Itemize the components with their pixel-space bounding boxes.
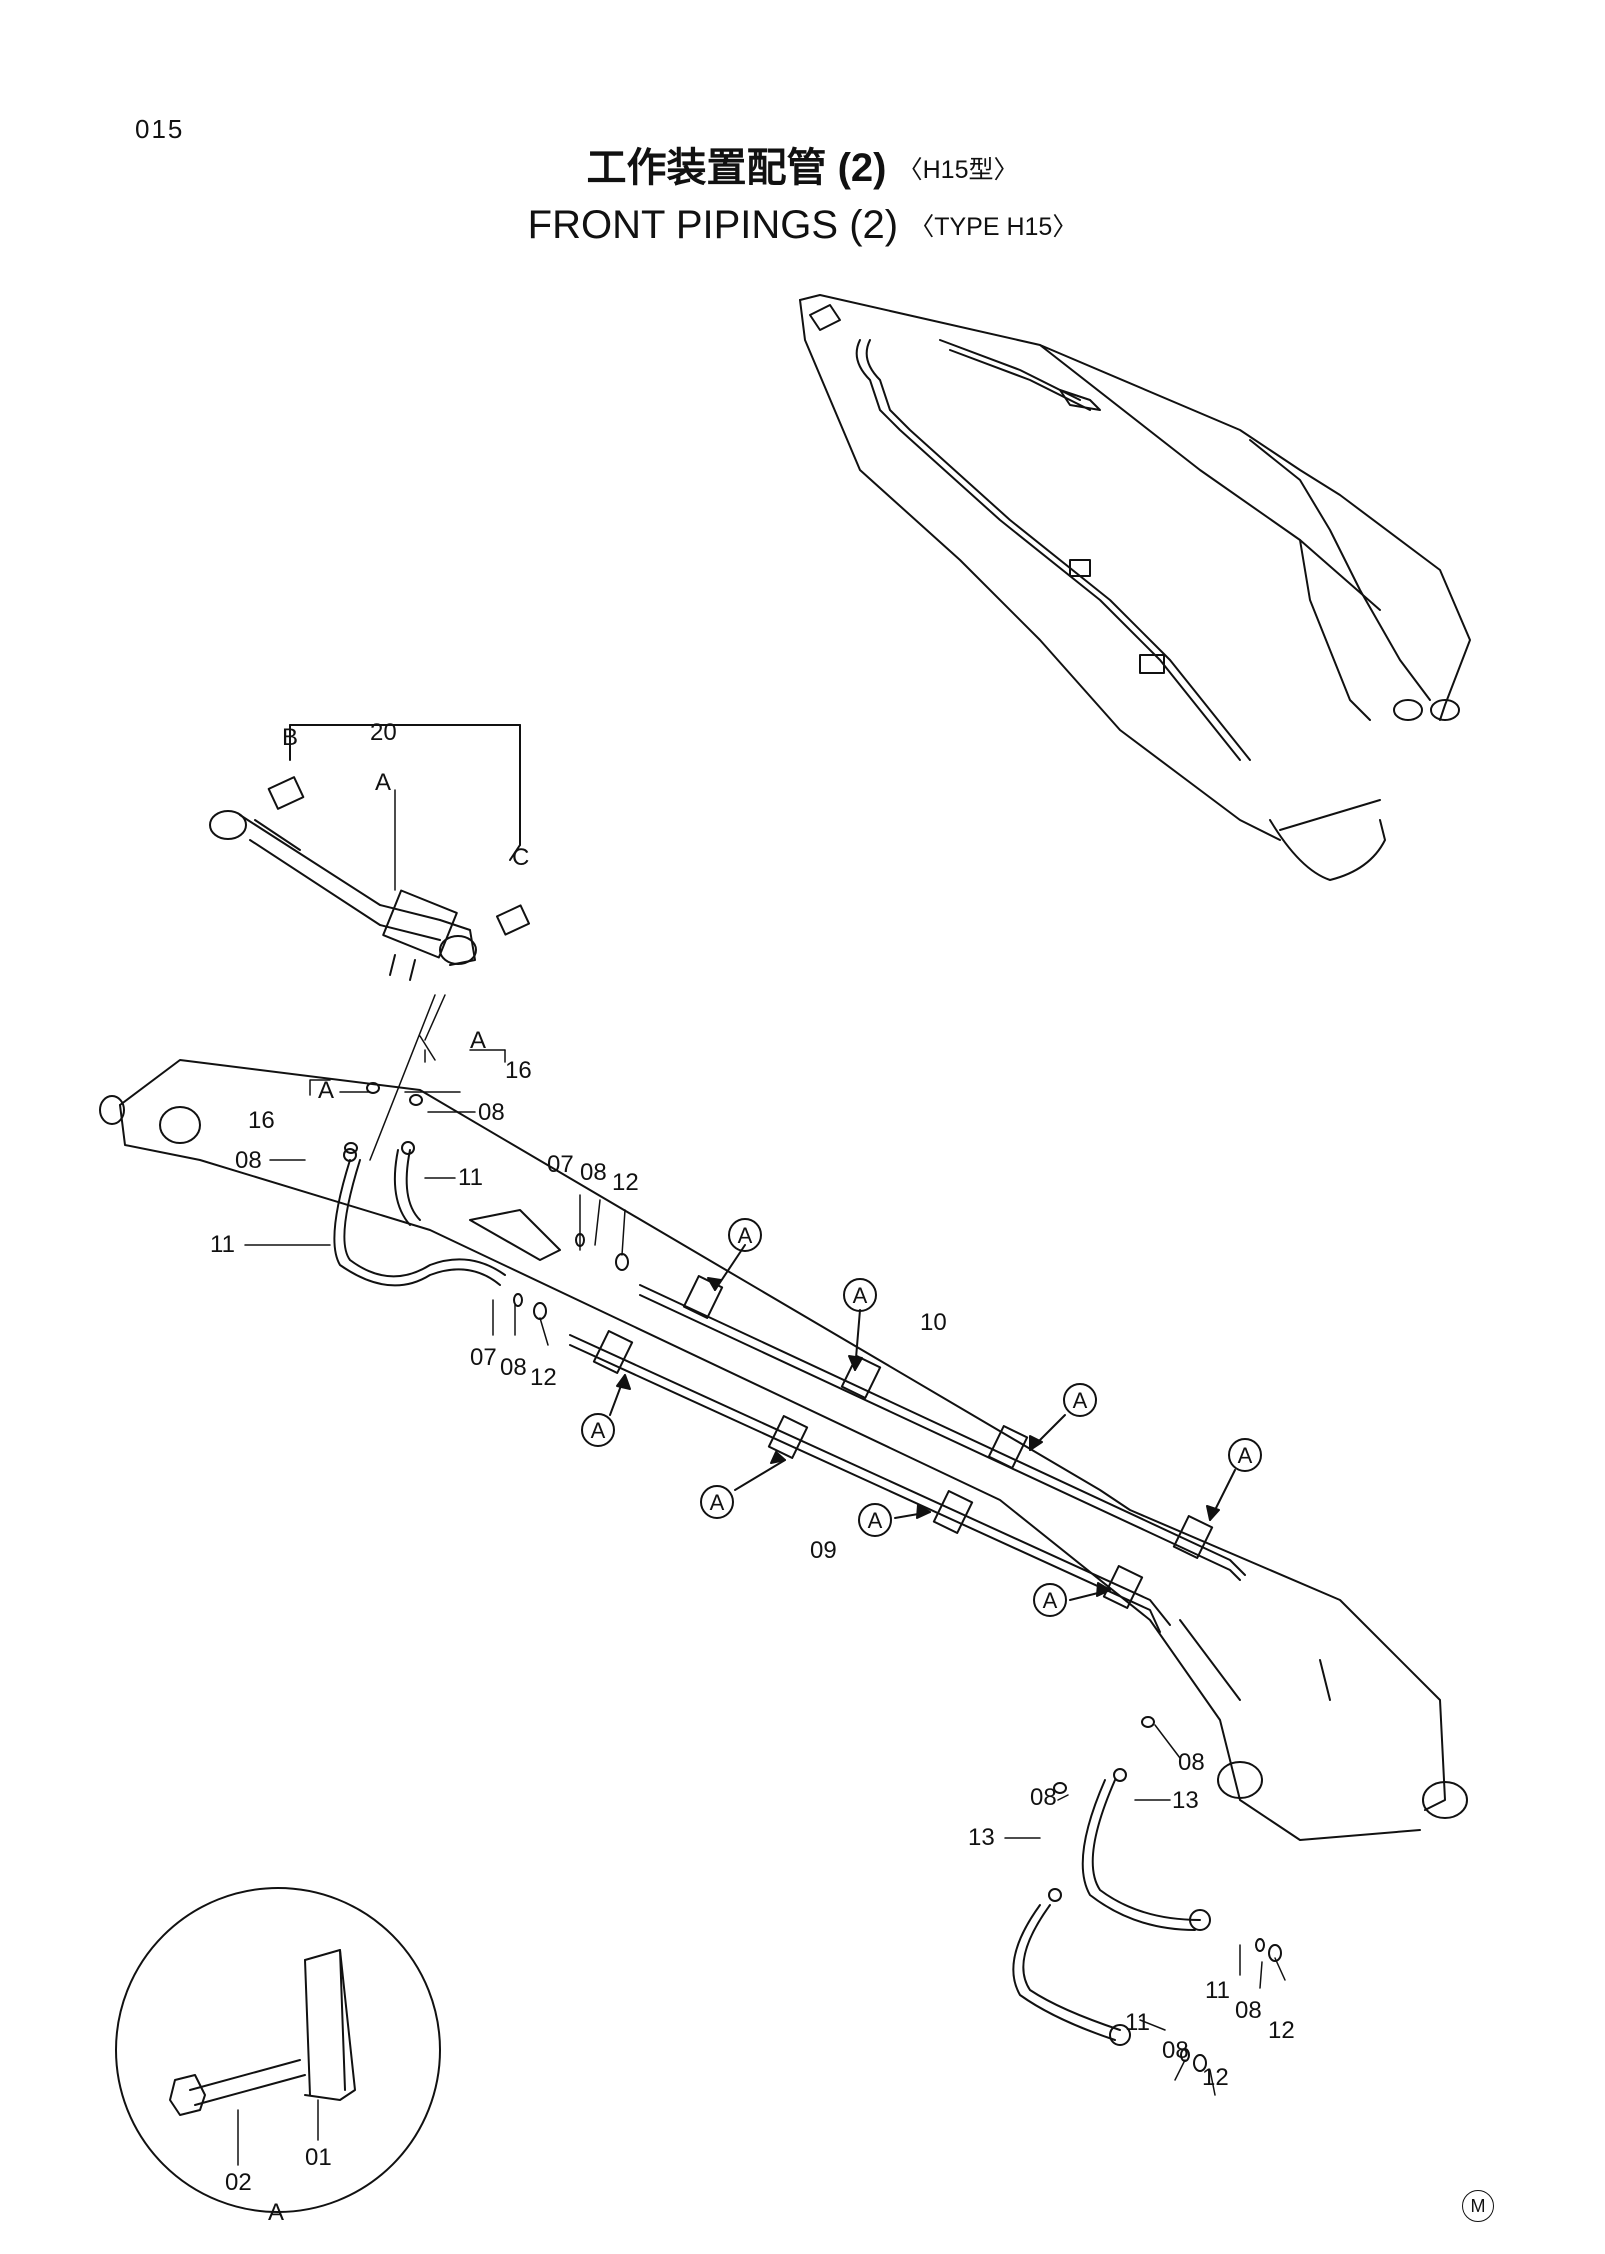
callout-a-7: A [868, 1508, 883, 1533]
callout-a-3: A [1073, 1388, 1088, 1413]
callout-a-4: A [1238, 1443, 1253, 1468]
title-english-text: FRONT PIPINGS (2) [527, 203, 899, 247]
label-part-16-upper: 16 [505, 1057, 532, 1084]
label-part-13-right: 13 [1172, 1787, 1199, 1814]
bucket-cylinder-drawing [209, 724, 531, 981]
callout-circle-letters: A A A A A A A A [591, 1223, 1253, 1613]
label-part-12-upper: 12 [612, 1169, 639, 1196]
arm-body-drawing [99, 1059, 1468, 1841]
label-part-11-lower: 11 [1125, 2009, 1150, 2036]
pipes-drawing [569, 1275, 1246, 1633]
label-part-07-lower: 07 [470, 1344, 497, 1371]
label-assembly-20: 20 [370, 719, 397, 746]
label-part-09: 09 [810, 1537, 837, 1564]
label-detail-a: A [268, 2199, 284, 2226]
title-japanese-text: 工作装置配管 (2) [586, 146, 887, 190]
callout-a-1: A [738, 1223, 753, 1248]
callout-a-6: A [710, 1490, 725, 1515]
title-japanese-type-tag: 〈H15型〉 [897, 155, 1019, 184]
callout-circles [581, 1218, 1262, 1617]
label-part-08-a: 08 [478, 1099, 505, 1126]
callout-a-8: A [1043, 1588, 1058, 1613]
callout-a-2: A [853, 1283, 868, 1308]
label-part-02: 02 [225, 2169, 252, 2196]
label-part-11-upper: 11 [458, 1164, 483, 1191]
title-japanese: 工作装置配管 (2) 〈H15型〉 [0, 148, 1605, 188]
label-part-12-lower: 12 [530, 1364, 557, 1391]
hoses-drawing [333, 1141, 1211, 2046]
label-cylinder-a: A [375, 769, 391, 796]
overview-boom-drawing [799, 294, 1471, 881]
label-part-08-lower: 08 [500, 1354, 527, 1381]
label-view-b: B [282, 724, 298, 751]
label-part-16-left: 16 [248, 1107, 275, 1134]
label-part-07-upper: 07 [547, 1151, 574, 1178]
callout-arrowheads [616, 1277, 1220, 1597]
label-part-08-right-a: 08 [1178, 1749, 1205, 1776]
label-part-08-upper: 08 [580, 1159, 607, 1186]
label-part-08-b: 08 [235, 1147, 262, 1174]
label-part-01: 01 [305, 2144, 332, 2171]
label-callout-a-left: A [318, 1077, 334, 1104]
label-part-11-right: 11 [1205, 1977, 1230, 2004]
label-part-08-right-b: 08 [1030, 1784, 1057, 1811]
detail-a-drawing [115, 1887, 441, 2213]
label-part-12-lower-right: 12 [1202, 2064, 1229, 2091]
title-english: FRONT PIPINGS (2) 〈TYPE H15〉 [0, 205, 1605, 245]
corner-circle-mark: M [1462, 2190, 1494, 2222]
page-number: 015 [135, 114, 185, 144]
label-callout-a-upper: A [470, 1027, 486, 1054]
label-part-11-left: 11 [210, 1231, 235, 1258]
diagram-labels: B 20 A C A 16 A 16 08 08 11 11 07 08 12 … [210, 719, 1295, 2226]
callout-arrows [609, 1244, 1236, 1601]
label-part-08-right-c: 08 [1235, 1997, 1262, 2024]
label-view-c: C [512, 844, 529, 871]
leader-lines [237, 789, 1286, 2166]
label-part-13-left: 13 [968, 1824, 995, 1851]
label-part-10: 10 [920, 1309, 947, 1336]
title-english-type-tag: 〈TYPE H15〉 [909, 212, 1078, 241]
label-part-12-right: 12 [1268, 2017, 1295, 2044]
label-part-08-lower-right: 08 [1162, 2037, 1189, 2064]
callout-a-5: A [591, 1418, 606, 1443]
